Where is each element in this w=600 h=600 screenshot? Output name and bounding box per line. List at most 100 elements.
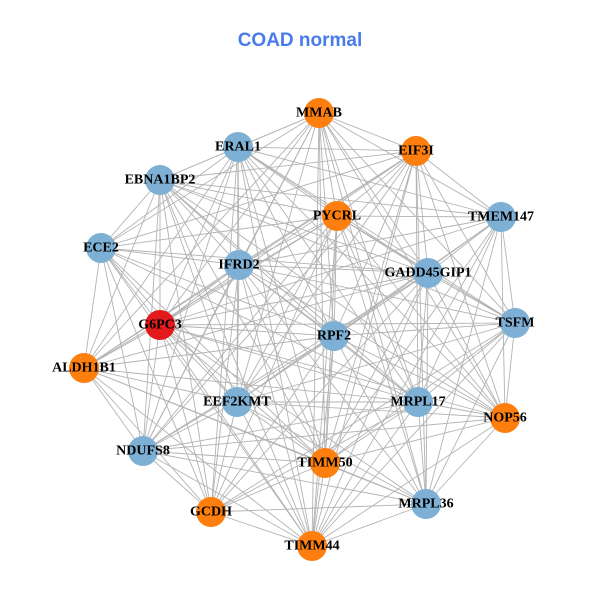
node-label: TIMM44 bbox=[284, 539, 339, 554]
edge-TSFM-GCDH bbox=[210, 322, 516, 513]
edge-TSFM-MRPL17 bbox=[417, 322, 516, 403]
edge-RPF2-NOP56 bbox=[333, 335, 506, 419]
node-label: MRPL17 bbox=[390, 395, 445, 410]
node-label: NOP56 bbox=[483, 411, 527, 426]
node-G6PC3: G6PC3 bbox=[138, 310, 182, 340]
edge-GCDH-TIMM44 bbox=[210, 511, 313, 547]
node-circle bbox=[145, 310, 175, 340]
node-circle bbox=[223, 132, 253, 162]
node-label: GADD45GIP1 bbox=[384, 266, 471, 281]
node-circle bbox=[486, 202, 516, 232]
edge-EIF3I-G6PC3 bbox=[159, 150, 417, 326]
node-EEF2KMT: EEF2KMT bbox=[203, 387, 271, 417]
edge-TSFM-TIMM44 bbox=[311, 322, 516, 547]
edge-TSFM-NOP56 bbox=[504, 322, 516, 419]
edge-MRPL17-TIMM50 bbox=[324, 401, 419, 464]
edge-MRPL36-TIMM44 bbox=[311, 503, 427, 547]
edge-GADD45GIP1-MRPL36 bbox=[425, 272, 429, 505]
edge-RPF2-ALDH1B1 bbox=[83, 335, 335, 369]
edge-TSFM-MRPL36 bbox=[425, 322, 516, 505]
node-IFRD2: IFRD2 bbox=[218, 250, 260, 280]
edge-EIF3I-TIMM50 bbox=[324, 150, 417, 464]
edge-ERAL1-EIF3I bbox=[237, 146, 417, 152]
edge-MMAB-EIF3I bbox=[318, 112, 417, 152]
edge-NOP56-MRPL36 bbox=[425, 417, 506, 505]
node-TMEM147: TMEM147 bbox=[468, 202, 534, 232]
edge-RPF2-MRPL36 bbox=[333, 335, 427, 505]
edge-GADD45GIP1-GCDH bbox=[210, 272, 429, 513]
edge-ECE2-GCDH bbox=[100, 247, 212, 513]
node-circle bbox=[413, 258, 443, 288]
node-label: EIF3I bbox=[398, 144, 434, 159]
edge-GADD45GIP1-MRPL17 bbox=[417, 272, 429, 403]
edge-EIF3I-PYCRL bbox=[336, 150, 417, 217]
edge-MMAB-NOP56 bbox=[318, 112, 506, 419]
edge-EBNA1BP2-GADD45GIP1 bbox=[159, 179, 429, 274]
node-circle bbox=[222, 387, 252, 417]
edge-IFRD2-TIMM44 bbox=[238, 264, 313, 547]
edge-ECE2-RPF2 bbox=[100, 247, 335, 337]
node-label: GCDH bbox=[190, 505, 232, 520]
edge-G6PC3-NOP56 bbox=[159, 324, 506, 419]
node-label: EBNA1BP2 bbox=[125, 173, 196, 188]
node-circle bbox=[297, 531, 327, 561]
node-label: ALDH1B1 bbox=[52, 361, 116, 376]
node-NDUFS8: NDUFS8 bbox=[116, 436, 170, 466]
edge-IFRD2-GADD45GIP1 bbox=[238, 264, 429, 274]
edge-ERAL1-TMEM147 bbox=[237, 146, 502, 218]
node-circle bbox=[310, 448, 340, 478]
edge-PYCRL-RPF2 bbox=[333, 215, 338, 337]
edge-EBNA1BP2-ECE2 bbox=[100, 179, 161, 249]
node-label: RPF2 bbox=[317, 329, 351, 344]
edge-EBNA1BP2-MRPL17 bbox=[159, 179, 419, 403]
edge-TMEM147-TSFM bbox=[500, 216, 516, 324]
edge-TSFM-RPF2 bbox=[333, 322, 516, 337]
edge-PYCRL-TMEM147 bbox=[336, 215, 502, 218]
edge-NDUFS8-TIMM44 bbox=[142, 450, 313, 547]
chart-title: COAD normal bbox=[237, 30, 363, 51]
edge-G6PC3-RPF2 bbox=[159, 324, 335, 337]
node-label: TSFM bbox=[496, 316, 535, 331]
edge-NOP56-TIMM50 bbox=[324, 417, 506, 464]
edge-ECE2-NDUFS8 bbox=[100, 247, 144, 452]
node-circle bbox=[322, 201, 352, 231]
node-label: ECE2 bbox=[83, 241, 119, 256]
edge-MRPL17-TIMM44 bbox=[311, 401, 419, 547]
edge-PYCRL-TIMM44 bbox=[311, 215, 338, 547]
edge-ECE2-TIMM44 bbox=[100, 247, 313, 547]
edge-MRPL17-NDUFS8 bbox=[142, 401, 419, 452]
node-label: EEF2KMT bbox=[203, 395, 271, 410]
edge-MRPL17-MRPL36 bbox=[417, 401, 427, 505]
node-TIMM50: TIMM50 bbox=[297, 448, 353, 478]
edge-NOP56-TIMM44 bbox=[311, 417, 506, 547]
edge-PYCRL-IFRD2 bbox=[238, 215, 338, 266]
edge-IFRD2-G6PC3 bbox=[159, 264, 240, 326]
node-label: MMAB bbox=[296, 106, 342, 121]
edge-PYCRL-EEF2KMT bbox=[236, 215, 338, 403]
node-MMAB: MMAB bbox=[296, 98, 342, 128]
node-circle bbox=[224, 250, 254, 280]
edge-PYCRL-GCDH bbox=[210, 215, 338, 513]
edge-RPF2-EEF2KMT bbox=[236, 335, 335, 403]
edge-PYCRL-MRPL17 bbox=[336, 215, 419, 403]
edge-ECE2-GADD45GIP1 bbox=[100, 247, 429, 274]
node-circle bbox=[490, 403, 520, 433]
edge-EIF3I-MRPL36 bbox=[415, 150, 427, 505]
edge-MMAB-TIMM50 bbox=[318, 112, 326, 464]
edge-NDUFS8-TIMM50 bbox=[142, 450, 326, 464]
edge-PYCRL-NOP56 bbox=[336, 215, 506, 419]
edge-EIF3I-TSFM bbox=[415, 150, 516, 324]
edge-NDUFS8-GCDH bbox=[142, 450, 212, 513]
node-ERAL1: ERAL1 bbox=[215, 132, 261, 162]
edge-EBNA1BP2-PYCRL bbox=[159, 179, 338, 217]
node-ECE2: ECE2 bbox=[83, 233, 119, 263]
edge-GADD45GIP1-ALDH1B1 bbox=[83, 272, 429, 369]
edge-IFRD2-EEF2KMT bbox=[236, 264, 240, 403]
edge-TMEM147-TIMM44 bbox=[311, 216, 502, 547]
edge-GADD45GIP1-TIMM50 bbox=[324, 272, 429, 464]
edge-RPF2-TIMM50 bbox=[324, 335, 335, 464]
edge-EEF2KMT-TIMM50 bbox=[236, 401, 326, 464]
edge-GADD45GIP1-TSFM bbox=[427, 272, 516, 324]
